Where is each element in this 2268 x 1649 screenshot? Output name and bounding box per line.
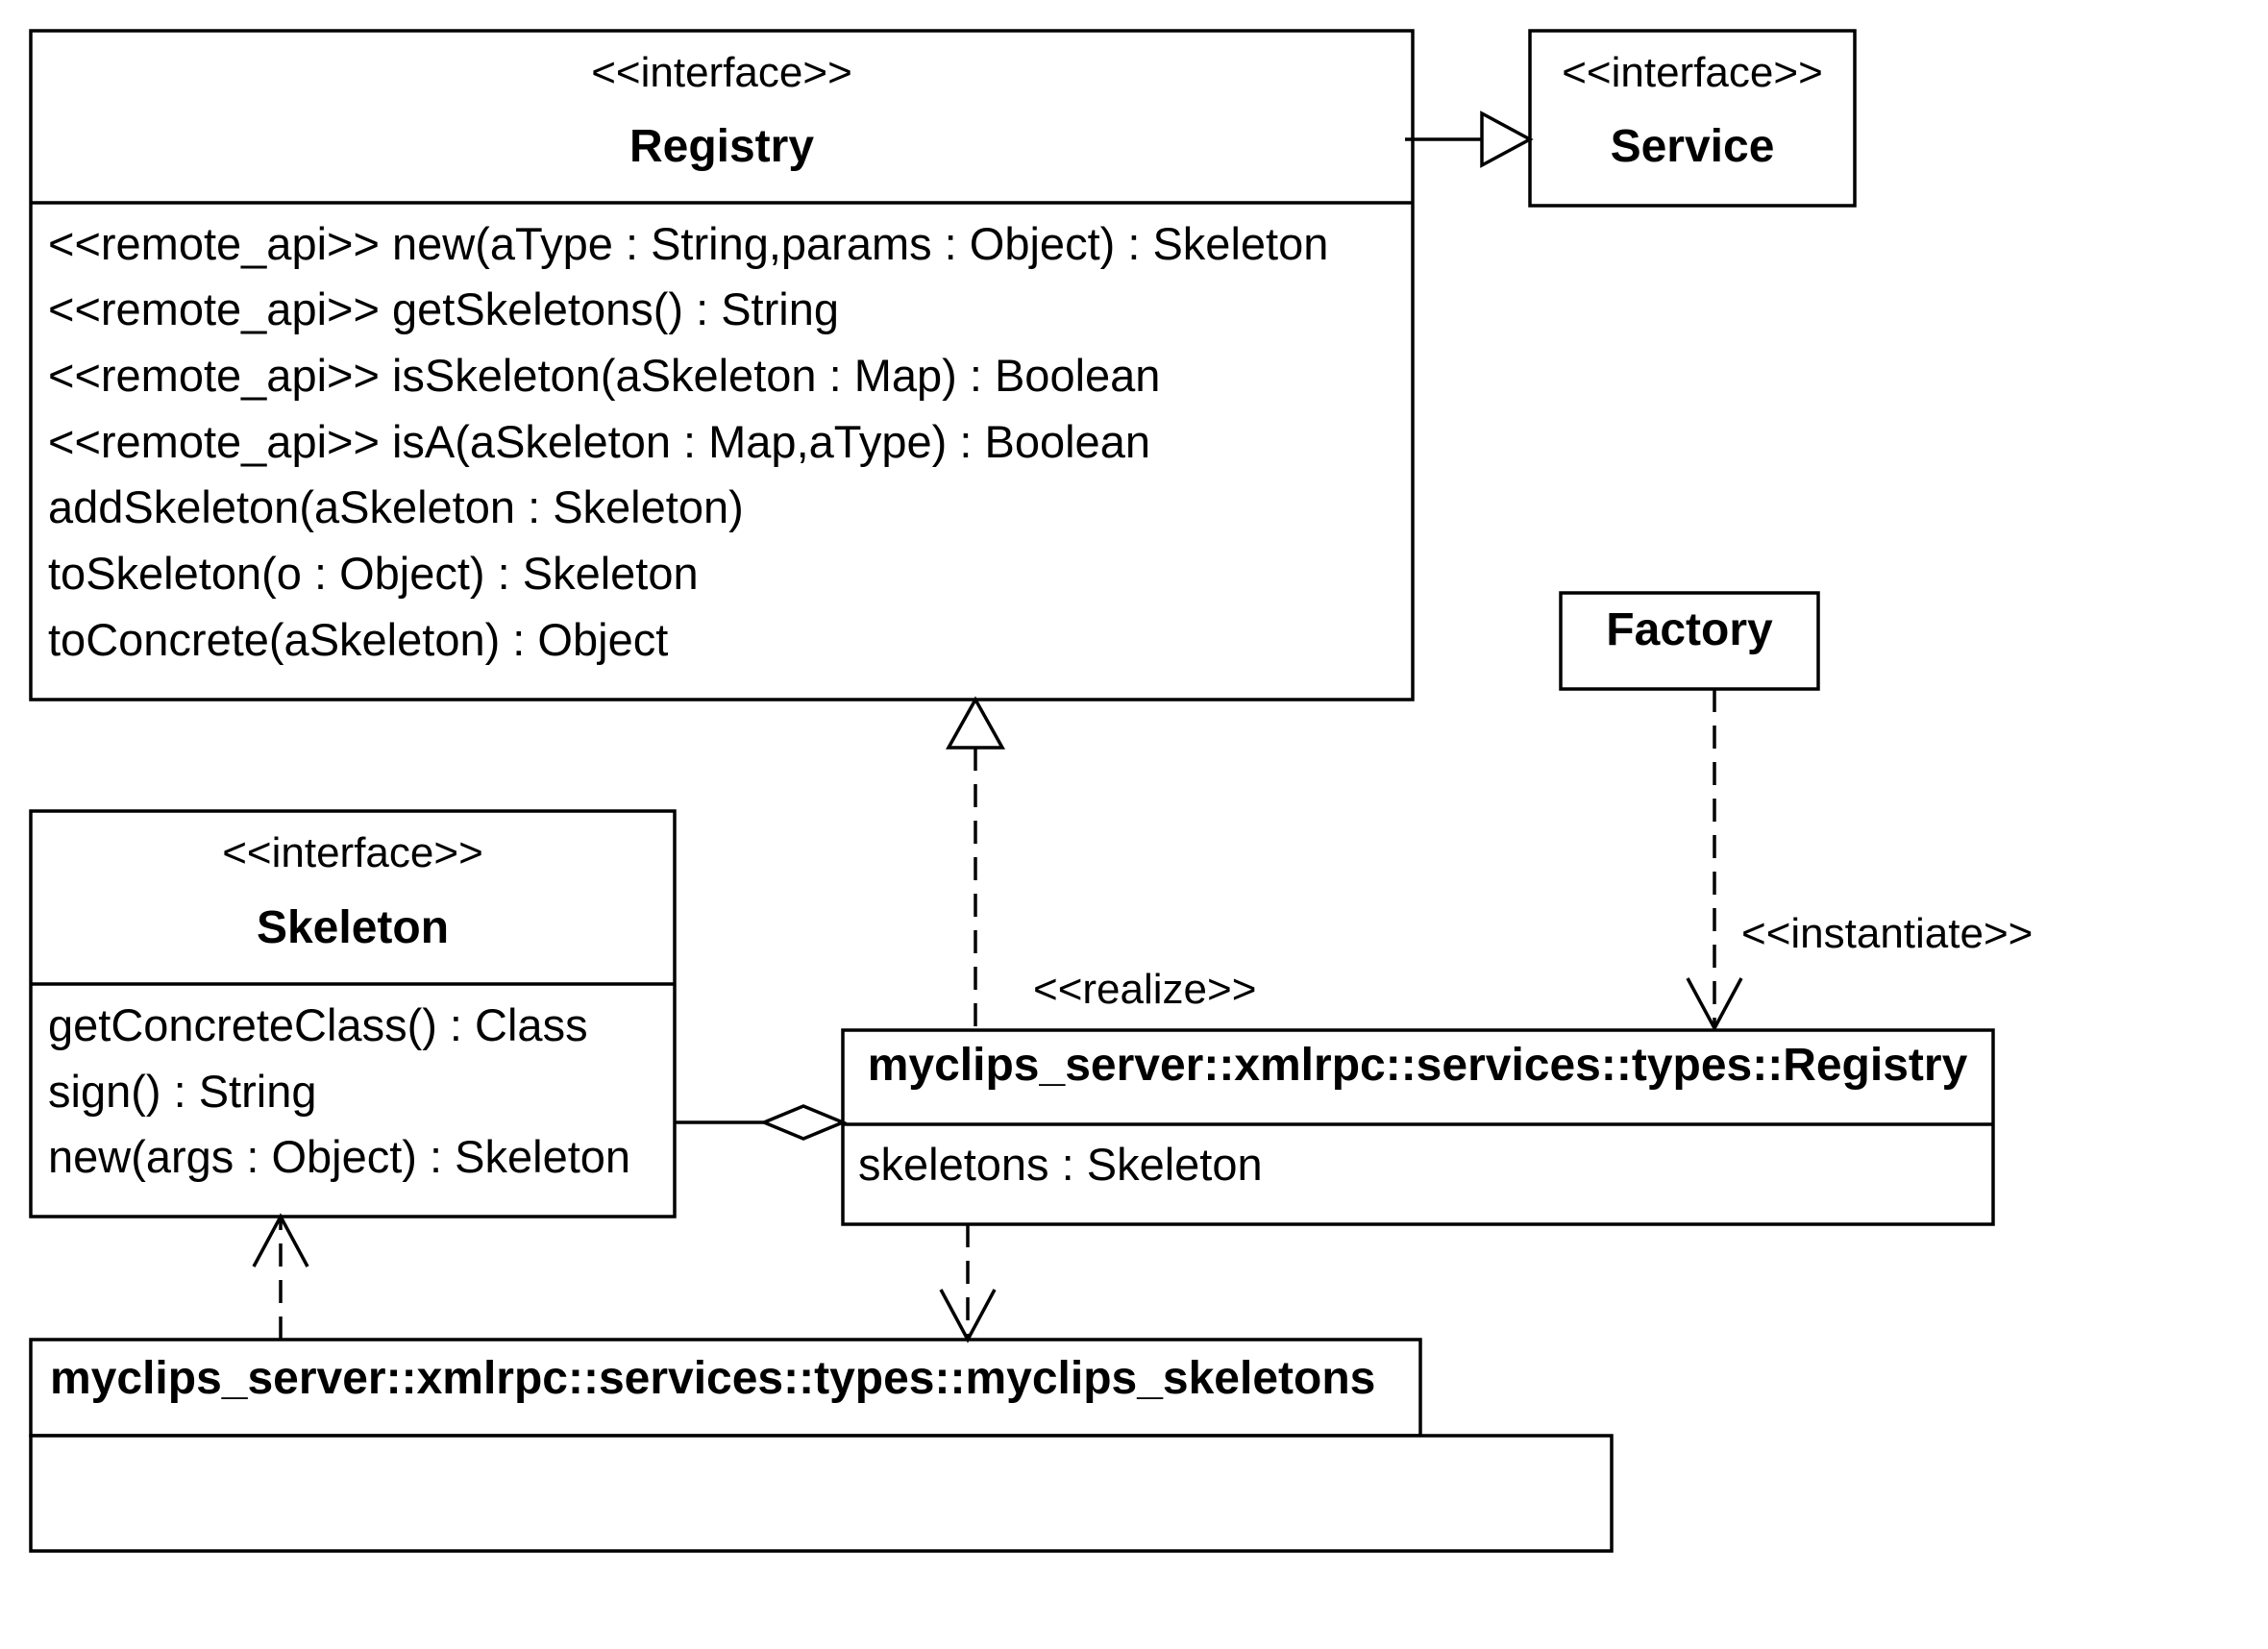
registry-class-box[interactable]: myclips_server::xmlrpc::services::types:… [841, 1028, 1995, 1226]
instantiate-label: <<instantiate>> [1741, 910, 2033, 957]
skeleton-operation: sign() : String [48, 1066, 316, 1117]
realization-arrow [946, 696, 1005, 1026]
skeleton-interface-box[interactable]: <<interface>> Skeleton getConcreteClass(… [29, 809, 677, 1218]
registry-operation: addSkeleton(aSkeleton : Skeleton) [48, 481, 744, 532]
registry-stereotype: <<interface>> [591, 49, 852, 96]
registry-interface-box[interactable]: <<interface>> Registry <<remote_api>> ne… [29, 29, 1415, 701]
skeleton-operation: new(args : Object) : Skeleton [48, 1131, 630, 1182]
service-interface-box[interactable]: <<interface>> Service [1528, 29, 1857, 208]
service-interface-title: Service [1611, 121, 1775, 172]
factory-title: Factory [1606, 604, 1773, 655]
registry-operation: <<remote_api>> isA(aSkeleton : Map,aType… [48, 416, 1150, 467]
registry-interface-title: Registry [629, 121, 814, 172]
registry-operation: toSkeleton(o : Object) : Skeleton [48, 548, 699, 599]
instantiate-dependency-arrow [1686, 689, 1743, 1032]
package-dependency-arrow [939, 1224, 997, 1343]
registry-class-title: myclips_server::xmlrpc::services::types:… [868, 1040, 1968, 1091]
skeleton-dependency-arrow [252, 1213, 309, 1340]
registry-operation: <<remote_api>> isSkeleton(aSkeleton : Ma… [48, 350, 1160, 401]
skeleton-stereotype: <<interface>> [222, 829, 483, 876]
registry-class-attribute: skeletons : Skeleton [858, 1139, 1263, 1190]
skeleton-operation: getConcreteClass() : Class [48, 999, 588, 1050]
realize-label: <<realize>> [1033, 966, 1256, 1013]
aggregation-connector [675, 1104, 848, 1141]
generalization-arrow [1405, 111, 1534, 168]
service-stereotype: <<interface>> [1562, 49, 1823, 96]
registry-operation: toConcrete(aSkeleton) : Object [48, 614, 668, 665]
skeletons-package[interactable]: myclips_server::xmlrpc::services::types:… [29, 1338, 1614, 1553]
registry-operation: <<remote_api>> new(aType : String,params… [48, 218, 1328, 269]
registry-operation: <<remote_api>> getSkeletons() : String [48, 283, 839, 334]
skeletons-package-title: myclips_server::xmlrpc::services::types:… [50, 1353, 1375, 1404]
skeleton-interface-title: Skeleton [257, 902, 449, 953]
factory-box[interactable]: Factory [1559, 591, 1820, 691]
